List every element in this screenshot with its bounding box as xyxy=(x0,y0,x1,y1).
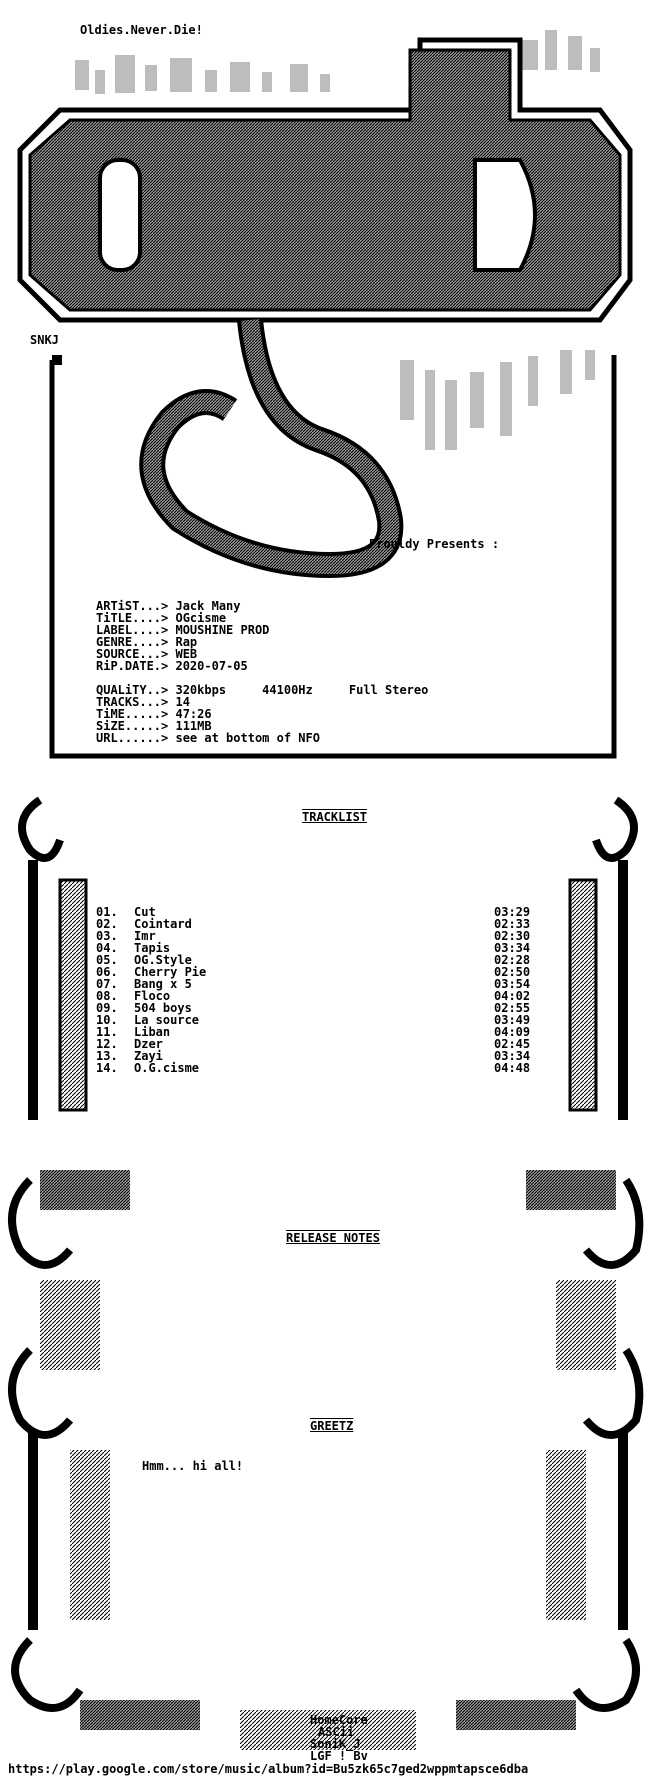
tracklist-heading: TRACKLIST xyxy=(302,810,368,824)
tagline: Oldies.Never.Die! xyxy=(80,23,203,37)
info-row: RiP.DATE.> 2020-07-05 xyxy=(96,659,248,673)
info-row: TRACKS...> 14 xyxy=(96,695,190,709)
greetz-heading: GREETZ xyxy=(310,1419,354,1433)
scroll-border-left xyxy=(8,796,200,1730)
info-row: TiTLE....> OGcisme xyxy=(96,611,227,625)
footer-credit: HomeCore xyxy=(310,1713,368,1727)
info-row: TiME.....> 47:26 xyxy=(96,707,212,721)
album-url-link[interactable]: https://play.google.com/store/music/albu… xyxy=(8,1762,529,1776)
info-row: URL......> see at bottom of NFO xyxy=(96,731,320,745)
presents-text: Prouldy Presents : xyxy=(369,537,500,551)
info-row: SiZE.....> 111MB xyxy=(96,719,212,733)
footer-credit: SoniK_J xyxy=(310,1737,361,1751)
footer-credit: LGF ! Bv xyxy=(310,1749,368,1763)
release-info: ARTiST...> Jack Many TiTLE....> OGcisme … xyxy=(96,600,596,750)
info-row: GENRE....> Rap xyxy=(96,635,198,649)
credit-tag: SNKJ xyxy=(30,333,59,347)
greetz-text: Hmm... hi all! xyxy=(142,1459,244,1473)
info-row: SOURCE...> WEB xyxy=(96,647,198,661)
footer-credit: ASCii xyxy=(318,1725,355,1739)
info-box-frame xyxy=(49,355,617,759)
info-row: QUALiTY..> 320kbps 44100Hz Full Stereo xyxy=(96,683,429,697)
info-row: ARTiST...> Jack Many xyxy=(96,599,241,613)
scroll-border-right xyxy=(456,796,644,1730)
ogd-logo xyxy=(17,30,633,579)
info-row: LABEL....> MOUSHINE PROD xyxy=(96,623,270,637)
release-notes-heading: RELEASE NOTES xyxy=(286,1231,380,1245)
